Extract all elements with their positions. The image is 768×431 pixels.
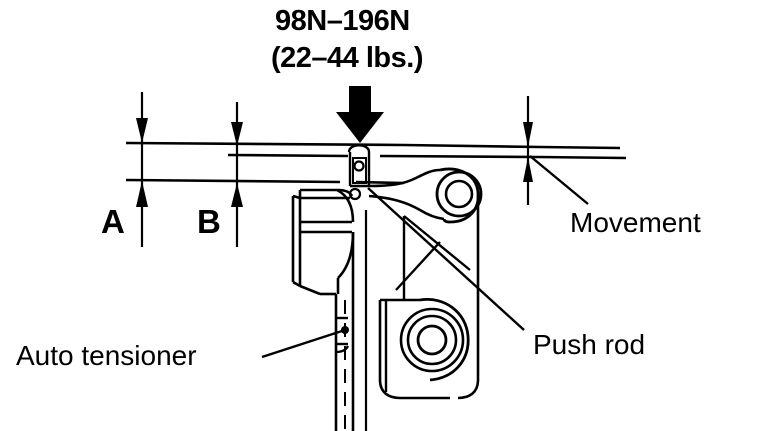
push-rod-pivot-hole [353, 160, 365, 172]
callout-label-movement: Movement [570, 207, 701, 238]
callout-label-push-rod: Push rod [533, 329, 646, 360]
dimension-arrow-a-top [136, 118, 148, 143]
auto-tensioner-body [291, 188, 354, 296]
push-rod-body [347, 144, 371, 188]
upper-bearing-boss [435, 167, 483, 224]
dimension-arrow-b-top [231, 122, 243, 146]
bracket-lower-right-edge [457, 300, 480, 400]
tensioner-upper-arm [368, 168, 445, 221]
applied-force-arrow [336, 86, 384, 143]
belt-second-line [227, 153, 627, 160]
bracket-web-ribs [384, 215, 471, 392]
tensioner-shoulder-lower [336, 231, 355, 294]
dimension-label-b: B [197, 203, 221, 240]
leader-line-push-rod [367, 187, 525, 331]
dimension-arrow-b-bottom [231, 183, 243, 207]
callout-label-auto-tensioner: Auto tensioner [16, 340, 197, 371]
shaft-notches [335, 316, 350, 354]
lower-bearing-boss [399, 297, 470, 382]
dimension-arrow-movement-bottom [523, 157, 533, 182]
dimension-arrow-a-bottom [136, 181, 148, 207]
leader-line-movement [529, 155, 589, 205]
leader-dot-auto-tensioner [341, 326, 349, 334]
force-spec-line-1: 98N–196N [275, 5, 410, 37]
belt-upper-line [125, 141, 621, 150]
dimension-label-a: A [101, 203, 125, 240]
tensioner-shoulder-upper [336, 188, 355, 223]
tensioner-shaft [334, 210, 368, 431]
leader-line-auto-tensioner [261, 328, 346, 359]
force-spec-line-2: (22–44 lbs.) [271, 42, 423, 74]
dimension-arrow-movement-top [523, 122, 533, 147]
